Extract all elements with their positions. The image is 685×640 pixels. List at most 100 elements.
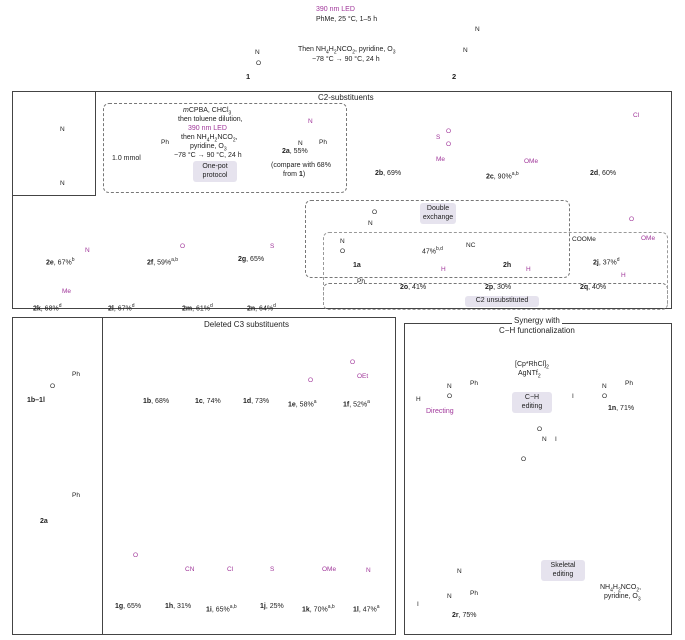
n-atom: N: [542, 436, 547, 443]
product-2l-label: 2l, 67%d: [108, 303, 135, 313]
product-2m-label: 2m, 61%d: [182, 303, 213, 313]
n-atom: N: [298, 140, 303, 147]
start-material-label: 1: [246, 72, 251, 81]
compound-1a-label: 1a: [353, 262, 361, 269]
o-atom: O: [340, 248, 346, 255]
c3-label-1d: 1d, 73%: [243, 398, 270, 405]
n-atom: N: [60, 180, 65, 187]
target-2a-label: 2a: [40, 518, 48, 525]
product-2d-label: 2d, 60%: [590, 170, 617, 177]
double-exchange-pill: Double exchange: [420, 203, 456, 224]
i-atom: I: [555, 436, 557, 443]
ome-group: OMe: [641, 235, 656, 242]
ome-group: OMe: [322, 566, 337, 573]
compare-note: (compare with 68%: [271, 162, 331, 169]
s-atom: S: [270, 243, 275, 250]
c3-label-1b: 1b, 68%: [143, 398, 170, 405]
product-2c-label: 2c, 90%a,b: [486, 171, 519, 181]
c3-label-1e: 1e, 58%a: [288, 399, 317, 409]
o-atom: O: [446, 128, 452, 135]
h-atom: H: [526, 266, 531, 273]
onepot-step4: then NH4H2NCO2,: [181, 134, 238, 144]
c3-label-1g: 1g, 65%: [115, 603, 142, 610]
onepot-step5: pyridine, O3: [190, 143, 227, 153]
onepot-step2: then toluene dilution,: [178, 116, 243, 123]
synergy-title-1: Synergy with: [512, 316, 562, 325]
c3-panel: [12, 317, 396, 635]
product-2a-label: 2a, 55%: [282, 148, 308, 155]
product-2e-label: 2e, 67%b: [46, 257, 75, 267]
n-atom: N: [85, 247, 90, 254]
catalyst-2: AgNTf2: [518, 370, 541, 380]
n-atom: N: [602, 383, 607, 390]
cl-atom: Cl: [227, 566, 234, 573]
o-atom: O: [180, 243, 186, 250]
s-atom: S: [270, 566, 275, 573]
o-atom: O: [447, 393, 453, 400]
o-atom: O: [372, 209, 378, 216]
n-atom: N: [447, 593, 452, 600]
n-atom: N: [60, 126, 65, 133]
one-pot-panel: [103, 103, 347, 193]
ph-group: Ph: [470, 380, 478, 387]
product-2h-label: 2h: [503, 262, 512, 269]
h-atom: H: [416, 396, 421, 403]
n-atom: N: [447, 383, 452, 390]
one-pot-pill: One-pot protocol: [193, 161, 237, 182]
c3-label-1f: 1f, 52%a: [343, 399, 370, 409]
product-2p-label: 2p, 30%: [485, 284, 512, 291]
i-atom: I: [572, 393, 574, 400]
n-atom: N: [255, 49, 260, 56]
catalyst-1: [Cp*RhCl]2: [515, 361, 549, 371]
c3-label-1j: 1j, 25%: [260, 603, 284, 610]
product-2f-label: 2f, 59%a,b: [147, 257, 179, 267]
n-atom: N: [457, 568, 462, 575]
o-atom: O: [308, 377, 314, 384]
c3-label-1l: 1l, 47%a: [353, 604, 380, 614]
s-atom: S: [436, 134, 441, 141]
product-2k-label: 2k, 68%d: [33, 303, 62, 313]
mechanism-inset: [12, 91, 96, 196]
coome-group: COOMe: [572, 236, 596, 243]
product-label: 2: [452, 72, 457, 81]
cn-group: CN: [185, 566, 195, 573]
compare-note-2: from 1): [283, 171, 306, 178]
c3-label-1h: 1h, 31%: [165, 603, 192, 610]
o-atom: O: [537, 426, 543, 433]
top-condition-temperature: −78 °C → 90 °C, 24 h: [312, 56, 380, 63]
n-oxide: N: [340, 238, 345, 245]
top-condition-solvent: PhMe, 25 °C, 1–5 h: [316, 16, 378, 23]
top-condition-led: 390 nm LED: [316, 6, 355, 13]
c3-divider: [102, 317, 103, 635]
o-atom: O: [133, 552, 139, 559]
ph-group: Ph: [161, 139, 169, 146]
product-2n-label: 2n, 64%d: [247, 303, 276, 313]
cl-atom: Cl: [633, 112, 640, 119]
n-atom: N: [475, 26, 480, 33]
n-atom: N: [308, 118, 313, 125]
c2-unsubstituted-panel: [323, 232, 668, 310]
ph-group: Ph: [72, 492, 80, 499]
h-atom: H: [441, 266, 446, 273]
c3-label-1i: 1i, 65%a,b: [206, 604, 237, 614]
skeletal-condition-2: pyridine, O3: [604, 593, 641, 603]
ph-group: Ph: [357, 278, 365, 285]
yield-1a: 47%b,d: [422, 246, 443, 256]
c3-label-1k: 1k, 70%a,b: [302, 604, 335, 614]
double-exchange-panel: [305, 200, 570, 278]
product-1n-label: 1n, 71%: [608, 405, 635, 412]
oet-group: OEt: [357, 373, 369, 380]
product-2r-label: 2r, 75%: [452, 612, 477, 619]
c2-unsubstituted-pill: C2 unsubstituted: [465, 296, 539, 307]
onepot-step1: mCPBA, CHCl3: [183, 107, 232, 117]
ph-group: Ph: [72, 371, 80, 378]
ph-group: Ph: [625, 380, 633, 387]
me-group: Me: [62, 288, 72, 295]
skeletal-condition-1: NH4H2NCO2,: [600, 584, 642, 594]
o-atom: O: [521, 456, 527, 463]
scale-label: 1.0 mmol: [112, 155, 141, 162]
product-2j-label: 2j, 37%d: [593, 257, 620, 267]
product-2q-label: 2q, 40%: [580, 284, 607, 291]
directing-label: Directing: [426, 408, 454, 415]
